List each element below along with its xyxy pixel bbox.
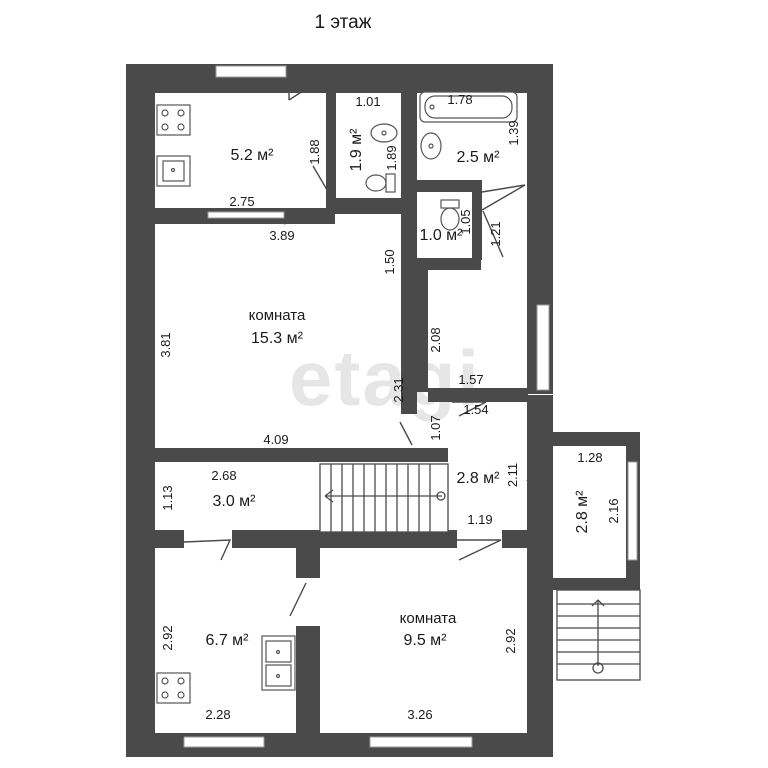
dim-room2-b: 3.26 [407, 707, 432, 722]
dim-hall-b: 1.07 [428, 415, 443, 440]
dim-stair-b: 1.13 [160, 485, 175, 510]
wall-bath-bottom [417, 180, 479, 192]
double-sink-icon [261, 635, 296, 691]
door-room2 [457, 539, 502, 561]
door-kitchen [312, 165, 334, 201]
dim-wc-a: 1.01 [355, 94, 380, 109]
wall-wc-bottom [336, 198, 401, 214]
name-room2: комната [400, 610, 457, 627]
wall-stair-bottom-b [232, 530, 457, 548]
door-kitchen-outer [288, 75, 327, 101]
watermark: etagi [289, 334, 481, 422]
dim-kitchen-low-a: 2.92 [160, 625, 175, 650]
stove-icon [156, 104, 191, 136]
dim-kitchen-low-b: 2.28 [205, 707, 230, 722]
dim-vest-b: 2.16 [606, 498, 621, 523]
window-kitchen-top [215, 65, 287, 78]
toilet-icon [365, 173, 396, 193]
door-living-hall [399, 421, 413, 446]
dim-living-d: 4.09 [263, 432, 288, 447]
windows [183, 65, 638, 748]
window-vestibule [627, 461, 638, 561]
dim-bath-b: 1.39 [506, 120, 521, 145]
wall-lower-mid [296, 626, 320, 757]
floor-title: 1 этаж [315, 12, 372, 33]
dim-kitchen-top-a: 1.88 [307, 139, 322, 164]
door-wc2 [482, 210, 504, 258]
dim-vest-a: 1.28 [577, 450, 602, 465]
wall-living-bottom [155, 448, 448, 462]
annex-wall-top [553, 432, 640, 446]
area-wc-small: 1.9 м² [348, 128, 365, 172]
stairs-interior [319, 463, 449, 533]
door-kitchen-low [289, 582, 307, 617]
wall-stair-bottom-a [155, 530, 184, 548]
area-wc2: 1.0 м² [419, 227, 463, 244]
door-bath [481, 184, 526, 211]
dim-living-b: 1.50 [382, 249, 397, 274]
dim-room2-a: 2.92 [503, 628, 518, 653]
fixtures [156, 91, 518, 704]
outer-wall-top [126, 64, 553, 93]
area-room2: 9.5 м² [403, 632, 447, 649]
stairs-entry [556, 589, 641, 681]
washbasin-bath-icon [420, 132, 442, 160]
window-room2 [369, 736, 473, 748]
area-kitchen-low: 6.7 м² [205, 632, 249, 649]
window-kitchen-low [183, 736, 265, 748]
area-hall: 2.8 м² [456, 470, 500, 487]
wall-wc2-bottom [417, 258, 481, 270]
dim-living-a: 3.89 [269, 228, 294, 243]
wall-wc2-right [472, 180, 482, 260]
window-corridor [536, 304, 550, 391]
doors [183, 75, 612, 617]
sink-icon [156, 155, 191, 187]
door-living [283, 211, 320, 225]
wall-corridor-bottom [428, 388, 528, 402]
dim-living-e: 2.31 [391, 377, 406, 402]
toilet-wc2-icon [440, 199, 460, 231]
door-corridor [452, 401, 487, 417]
outer-wall-right-lower [527, 548, 553, 757]
dim-hall-c: 2.11 [505, 463, 520, 487]
dim-corridor-a: 2.08 [428, 327, 443, 352]
wall-corridor-left [415, 262, 428, 392]
wall-living-right [401, 212, 417, 414]
area-stair-room: 3.0 м² [212, 493, 256, 510]
dim-hall-d: 1.19 [467, 512, 492, 527]
area-bath: 2.5 м² [456, 149, 500, 166]
wall-kitchen-right [326, 64, 336, 214]
area-vestibule: 2.8 м² [574, 490, 591, 534]
dim-living-c: 3.81 [158, 332, 173, 357]
dim-bath-a: 1.78 [447, 92, 472, 107]
stairs-interior-box [319, 463, 449, 533]
dim-wc-b: 1.89 [384, 145, 399, 170]
area-kitchen-top: 5.2 м² [230, 147, 274, 164]
area-living: 15.3 м² [251, 330, 304, 347]
dim-stair-a: 2.68 [211, 468, 236, 483]
door-vestibule [526, 479, 551, 521]
outer-wall-left [126, 64, 155, 757]
dim-hall-a: 1.54 [463, 402, 488, 417]
window-kitchen-inner [207, 211, 285, 219]
wall-hall-bottom [502, 530, 527, 548]
bathtub-icon [419, 91, 518, 123]
stove-lower-icon [156, 672, 191, 704]
dim-kitchen-top-b: 2.75 [229, 194, 254, 209]
washbasin-icon [370, 123, 398, 143]
wall-lower-mid-top [296, 530, 320, 578]
dim-corridor-b: 1.57 [458, 372, 483, 387]
door-stair-room [183, 539, 232, 561]
dim-wc2-a: 1.05 [458, 209, 473, 234]
name-living: комната [249, 307, 306, 324]
annex-wall-bottom [553, 578, 640, 590]
dim-wc2-b: 1.21 [488, 221, 503, 246]
